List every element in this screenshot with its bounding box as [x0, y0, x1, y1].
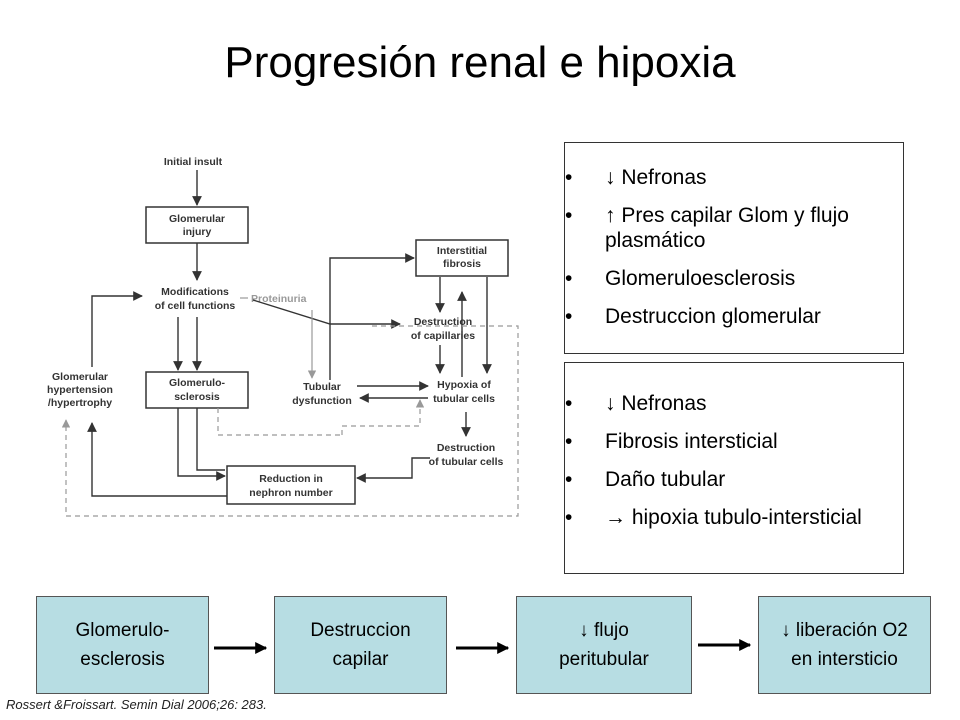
box1-item: Destruccion glomerular [565, 304, 893, 329]
arrow-hypertension-modifications [91, 291, 143, 367]
arrow-sclerosis-reduction-a [177, 408, 226, 481]
slide-title: Progresión renal e hipoxia [224, 38, 736, 87]
key-points-box-1: ↓ Nefronas ↑ Pres capilar Glom y flujo p… [564, 142, 904, 354]
box1-item: ↓ Nefronas [565, 165, 893, 190]
box-interstitial-fibrosis [415, 239, 509, 277]
box2-item: ↓ Nefronas [565, 391, 893, 416]
text-initial-insult: Initial insult [164, 156, 223, 168]
dashed-to-hypoxia [341, 399, 425, 435]
arrow-reduction-hypertension [87, 422, 227, 497]
text-proteinuria: Proteinuria [251, 293, 307, 305]
arrow-destruction-reduction [356, 457, 430, 483]
dashed-loop-hypertension [61, 325, 519, 517]
box1-item: ↑ Pres capilar Glom y flujo plasmático [565, 203, 893, 253]
arrow-tubular-fibrosis [329, 253, 415, 380]
arrow-sclerosis-reduction-b [196, 408, 225, 471]
flow-step-liberacion-o2: ↓ liberación O2 en intersticio [758, 596, 931, 694]
dashed-sclerosis-hypoxia [217, 408, 342, 436]
arrow-mod-capillaries [252, 299, 401, 329]
flow-step-flujo-peritubular: ↓ flujo peritubular [516, 596, 692, 694]
flow-step-glomerulosclerosis: Glomerulo- esclerosis [36, 596, 209, 694]
box2-item: → hipoxia tubulo-intersticial [565, 505, 893, 530]
box2-item: Fibrosis intersticial [565, 429, 893, 454]
box1-item: Glomeruloesclerosis [565, 266, 893, 291]
box2-item: Daño tubular [565, 467, 893, 492]
citation: Rossert &Froissart. Semin Dial 2006;26: … [6, 697, 267, 712]
text-glomerulosclerosis: Glomerulo-sclerosis [169, 377, 226, 403]
key-points-box-2: ↓ Nefronas Fibrosis intersticial Daño tu… [564, 362, 904, 574]
flow-step-destruccion-capilar: Destruccion capilar [274, 596, 447, 694]
box-reduction-nephron [226, 465, 356, 505]
